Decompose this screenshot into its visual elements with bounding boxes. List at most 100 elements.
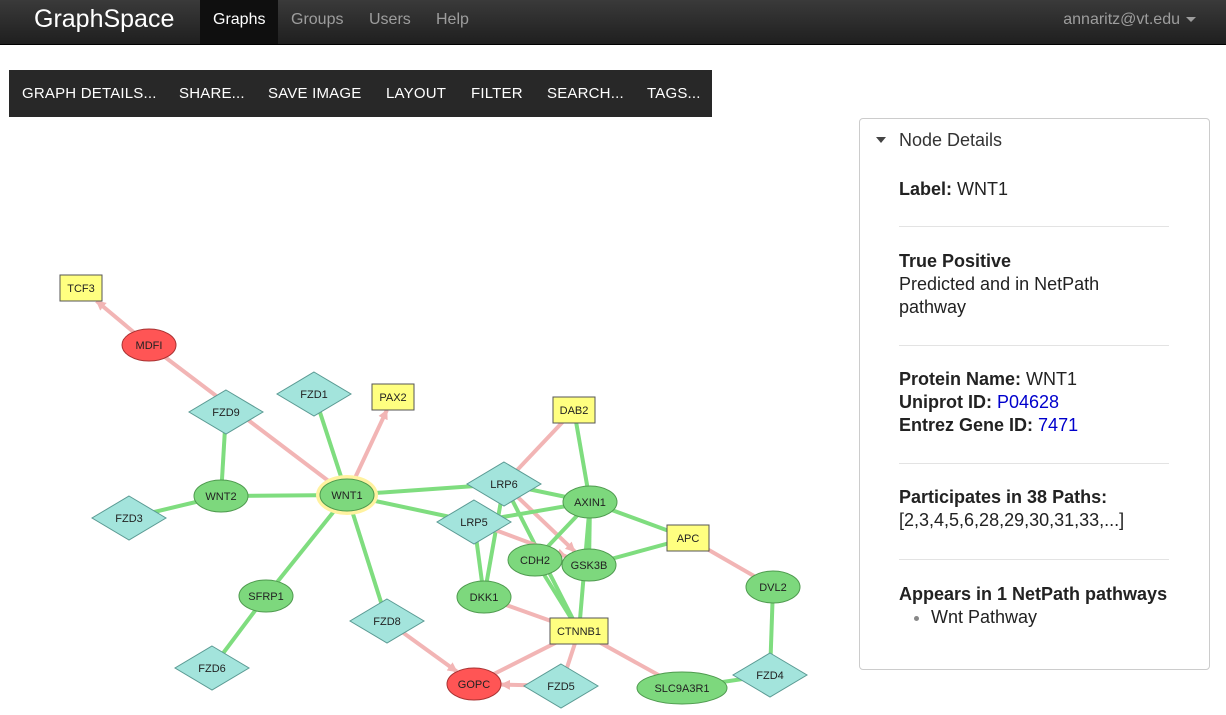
node-label: GOPC: [458, 679, 490, 691]
node-shape: [523, 663, 599, 709]
tags-button[interactable]: TAGS...: [647, 85, 701, 102]
nav-groups[interactable]: Groups: [291, 11, 344, 28]
node-gsk3b[interactable]: GSK3B: [561, 548, 617, 582]
nav-users[interactable]: Users: [369, 11, 411, 28]
status-title: True Positive: [899, 251, 1012, 271]
node-shape: [466, 461, 542, 507]
uniprot-link[interactable]: P04628: [997, 392, 1060, 412]
node-shape: [636, 671, 728, 705]
node-shape: [349, 598, 425, 644]
node-apc[interactable]: APC: [666, 524, 710, 552]
user-menu[interactable]: annaritz@vt.edu: [1063, 0, 1196, 44]
node-label: FZD6: [198, 663, 226, 675]
uniprot-row: Uniprot ID: P04628: [899, 391, 1169, 414]
top-navbar: GraphSpace Graphs Groups Users Help anna…: [0, 0, 1226, 45]
node-fzd8[interactable]: FZD8: [349, 598, 425, 644]
node-fzd1[interactable]: FZD1: [276, 371, 352, 417]
uniprot-key: Uniprot ID:: [899, 392, 992, 412]
entrez-link[interactable]: 7471: [1038, 415, 1079, 435]
entrez-row: Entrez Gene ID: 7471: [899, 414, 1169, 437]
node-label: FZD3: [115, 513, 143, 525]
node-ctnnb1[interactable]: CTNNB1: [549, 617, 609, 645]
node-shape: [745, 570, 801, 604]
node-shape: [456, 580, 512, 614]
node-gopc[interactable]: GOPC: [446, 667, 502, 701]
node-shape: [549, 617, 609, 645]
node-dvl2[interactable]: DVL2: [745, 570, 801, 604]
graph-toolbar: GRAPH DETAILS... SHARE... SAVE IMAGE LAY…: [9, 70, 712, 117]
node-lrp6[interactable]: LRP6: [466, 461, 542, 507]
node-shape: [507, 543, 563, 577]
share-button[interactable]: SHARE...: [179, 85, 245, 102]
node-wnt1[interactable]: WNT1: [316, 475, 378, 515]
triangle-down-icon[interactable]: [876, 137, 886, 143]
node-label: FZD8: [373, 616, 401, 628]
layout-button[interactable]: LAYOUT: [386, 85, 447, 102]
node-details-panel: Node Details Label: WNT1 True Positive P…: [859, 118, 1210, 670]
node-fzd9[interactable]: FZD9: [188, 389, 264, 435]
node-wnt2[interactable]: WNT2: [193, 479, 249, 513]
node-tcf3[interactable]: TCF3: [59, 274, 103, 302]
edge-wnt1-fzd8[interactable]: [345, 494, 389, 622]
graph-details-button[interactable]: GRAPH DETAILS...: [22, 85, 157, 102]
node-lrp5[interactable]: LRP5: [436, 499, 512, 545]
node-shape: [59, 274, 103, 302]
panel-header[interactable]: Node Details: [860, 119, 1209, 161]
node-fzd6[interactable]: FZD6: [174, 645, 250, 691]
node-label: LRP5: [460, 517, 488, 529]
node-shape: [319, 478, 375, 512]
status-section: True Positive Predicted and in NetPath p…: [899, 250, 1169, 319]
node-label: SFRP1: [248, 591, 283, 603]
paths-title: Participates in 38 Paths:: [899, 487, 1108, 507]
protein-key: Protein Name:: [899, 369, 1022, 389]
node-slc9a3r1[interactable]: SLC9A3R1: [636, 671, 728, 705]
node-shape: [238, 579, 294, 613]
node-dab2[interactable]: DAB2: [552, 396, 596, 424]
pathways-title: Appears in 1 NetPath pathways: [899, 584, 1168, 604]
node-shape: [666, 524, 710, 552]
node-cdh2[interactable]: CDH2: [507, 543, 563, 577]
nav-help[interactable]: Help: [436, 11, 469, 28]
divider: [899, 559, 1169, 560]
node-label: LRP6: [490, 479, 518, 491]
divider: [899, 463, 1169, 464]
divider: [899, 345, 1169, 346]
node-fzd3[interactable]: FZD3: [91, 495, 167, 541]
entrez-key: Entrez Gene ID:: [899, 415, 1034, 435]
pathways-section: Appears in 1 NetPath pathways Wnt Pathwa…: [899, 583, 1189, 629]
node-label: WNT2: [205, 491, 236, 503]
node-label: WNT1: [331, 490, 362, 502]
pathway-name: Wnt Pathway: [931, 607, 1038, 627]
node-axin1[interactable]: AXIN1: [562, 485, 618, 519]
nav-graphs[interactable]: Graphs: [200, 0, 279, 44]
save-image-button[interactable]: SAVE IMAGE: [268, 85, 362, 102]
node-label: DVL2: [759, 582, 787, 594]
pathway-list-item: Wnt Pathway: [899, 606, 1189, 629]
node-sfrp1[interactable]: SFRP1: [238, 579, 294, 613]
panel-title: Node Details: [899, 130, 1003, 150]
node-shape: [436, 499, 512, 545]
search-button[interactable]: SEARCH...: [547, 85, 624, 102]
node-shape: [193, 479, 249, 513]
node-fzd4[interactable]: FZD4: [732, 652, 808, 698]
node-label: FZD1: [300, 389, 328, 401]
divider: [899, 226, 1169, 227]
filter-button[interactable]: FILTER: [471, 85, 523, 102]
node-pax2[interactable]: PAX2: [371, 383, 415, 411]
node-label: APC: [677, 533, 700, 545]
user-email: annaritz@vt.edu: [1063, 11, 1180, 28]
node-label: CTNNB1: [557, 626, 601, 638]
node-label: FZD5: [547, 681, 575, 693]
node-label: PAX2: [379, 392, 406, 404]
ids-section: Protein Name: WNT1 Uniprot ID: P04628 En…: [899, 368, 1169, 437]
node-fzd5[interactable]: FZD5: [523, 663, 599, 709]
label-key: Label:: [899, 179, 953, 199]
node-dkk1[interactable]: DKK1: [456, 580, 512, 614]
node-mdfi[interactable]: MDFI: [121, 328, 177, 362]
node-shape: [121, 328, 177, 362]
brand-logo[interactable]: GraphSpace: [34, 5, 175, 33]
node-label: MDFI: [136, 340, 163, 352]
node-shape: [552, 396, 596, 424]
node-shape: [732, 652, 808, 698]
